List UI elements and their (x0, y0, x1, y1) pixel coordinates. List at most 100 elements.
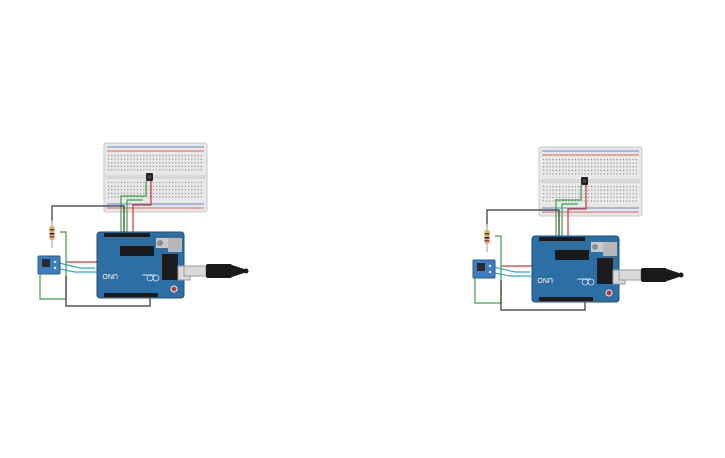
breadboard-hole (120, 189, 122, 191)
breadboard-hole (159, 192, 161, 194)
breadboard-hole (632, 169, 634, 171)
breadboard-hole (616, 196, 618, 198)
breadboard-hole (568, 166, 570, 168)
wire-cyan (489, 265, 530, 273)
ir-sensor[interactable] (581, 177, 588, 185)
breadboard-hole (594, 173, 596, 175)
rf-module[interactable] (37, 255, 61, 275)
breadboard-hole (165, 162, 167, 164)
breadboard-hole (194, 169, 196, 171)
breadboard-hole (168, 185, 170, 187)
breadboard-hole (194, 182, 196, 184)
circuit-right[interactable]: UNO ARDUINO (472, 146, 684, 311)
breadboard-hole (626, 162, 628, 164)
arduino-board[interactable]: UNO ARDUINO (531, 235, 626, 303)
breadboard-hole (559, 159, 561, 161)
breadboard-hole (165, 155, 167, 157)
breadboard-hole (594, 159, 596, 161)
breadboard-hole (152, 182, 154, 184)
breadboard-hole (616, 159, 618, 161)
breadboard-hole (191, 165, 193, 167)
breadboard-hole (130, 196, 132, 198)
breadboard-hole (584, 166, 586, 168)
circuit-left[interactable]: UNO ARDUINO (37, 142, 249, 307)
wire-black-3 (65, 276, 151, 307)
breadboard-hole (587, 193, 589, 195)
breadboard-hole (159, 158, 161, 160)
breadboard-hole (623, 193, 625, 195)
breadboard-hole (597, 196, 599, 198)
breadboard-hole (175, 182, 177, 184)
breadboard-hole (200, 196, 202, 198)
breadboard-hole (584, 196, 586, 198)
breadboard-hole (181, 182, 183, 184)
breadboard-hole (149, 162, 151, 164)
breadboard-hole (133, 158, 135, 160)
breadboard-hole (124, 196, 126, 198)
usb-cable[interactable] (618, 268, 684, 282)
breadboard-hole (184, 162, 186, 164)
breadboard-hole (120, 185, 122, 187)
breadboard-hole (168, 158, 170, 160)
breadboard-hole (559, 189, 561, 191)
breadboard-hole (108, 165, 110, 167)
breadboard-hole (613, 166, 615, 168)
breadboard-hole (140, 169, 142, 171)
breadboard-hole (124, 192, 126, 194)
breadboard-hole (133, 185, 135, 187)
breadboard-hole (591, 162, 593, 164)
breadboard-hole (559, 169, 561, 171)
breadboard-hole (133, 162, 135, 164)
breadboard-hole (549, 189, 551, 191)
breadboard-hole (152, 169, 154, 171)
breadboard-hole (130, 182, 132, 184)
breadboard-hole (184, 155, 186, 157)
breadboard-hole (543, 200, 545, 202)
breadboard-hole (555, 162, 557, 164)
breadboard-hole (626, 173, 628, 175)
breadboard-hole (200, 165, 202, 167)
breadboard-hole (629, 189, 631, 191)
breadboard-hole (175, 162, 177, 164)
breadboard[interactable] (103, 142, 208, 213)
breadboard-hole (635, 196, 637, 198)
breadboard-hole (616, 173, 618, 175)
breadboard-hole (607, 162, 609, 164)
breadboard-hole (172, 196, 174, 198)
breadboard-hole (200, 189, 202, 191)
breadboard[interactable] (538, 146, 643, 217)
breadboard-hole (136, 196, 138, 198)
breadboard-hole (184, 189, 186, 191)
breadboard-hole (619, 189, 621, 191)
breadboard-hole (152, 185, 154, 187)
breadboard-hole (156, 165, 158, 167)
breadboard-hole (543, 169, 545, 171)
arduino-board[interactable]: UNO ARDUINO (96, 231, 191, 299)
rf-module[interactable] (472, 259, 496, 279)
usb-cable[interactable] (183, 264, 249, 278)
breadboard-hole (159, 185, 161, 187)
breadboard-hole (143, 196, 145, 198)
breadboard-hole (546, 169, 548, 171)
breadboard-hole (200, 182, 202, 184)
breadboard-hole (197, 169, 199, 171)
resistor[interactable] (484, 224, 490, 252)
breadboard-hole (626, 193, 628, 195)
breadboard-hole (133, 196, 135, 198)
breadboard-hole (568, 186, 570, 188)
breadboard-hole (603, 162, 605, 164)
breadboard-hole (555, 193, 557, 195)
ir-sensor[interactable] (146, 173, 153, 181)
breadboard-hole (565, 193, 567, 195)
breadboard-hole (114, 192, 116, 194)
breadboard-hole (156, 189, 158, 191)
breadboard-hole (111, 189, 113, 191)
breadboard-hole (162, 165, 164, 167)
breadboard-hole (146, 192, 148, 194)
board-logo: UNO (537, 276, 553, 283)
breadboard-hole (181, 165, 183, 167)
breadboard-hole (607, 193, 609, 195)
breadboard-hole (130, 162, 132, 164)
breadboard-hole (546, 189, 548, 191)
resistor[interactable] (49, 220, 55, 248)
